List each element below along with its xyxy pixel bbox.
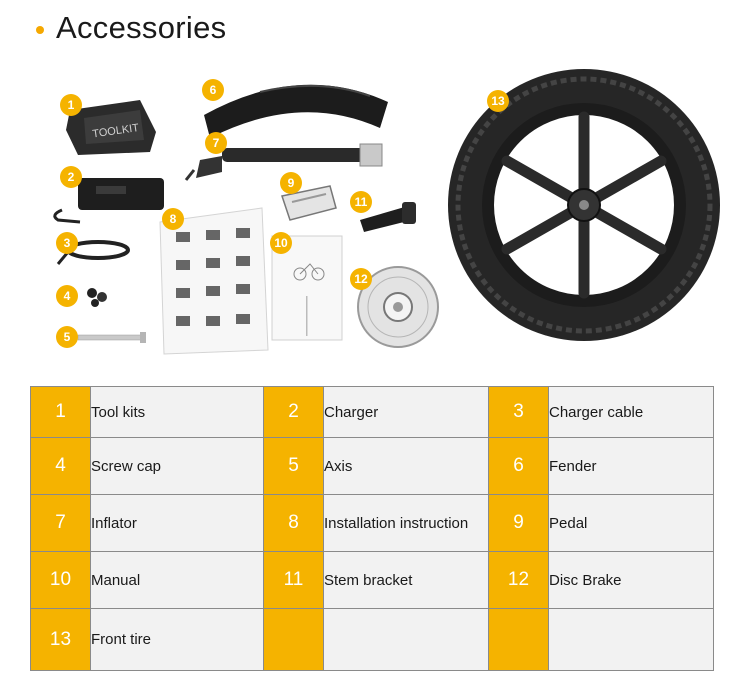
empty-label-cell	[323, 608, 489, 671]
table-row: 4 Screw cap 5 Axis 6 Fender	[30, 437, 714, 495]
badge-5: 5	[56, 326, 78, 348]
front-tire-icon	[448, 69, 720, 341]
stem-bracket-icon	[360, 202, 416, 232]
part-number: 3	[488, 386, 549, 438]
empty-number-cell	[488, 608, 549, 671]
part-number: 5	[263, 437, 324, 495]
part-label: Stem bracket	[323, 551, 489, 609]
bullet-dot-icon	[36, 26, 44, 34]
part-label: Axis	[323, 437, 489, 495]
badge-6: 6	[202, 79, 224, 101]
disc-brake-icon	[357, 266, 439, 348]
fender-icon	[204, 84, 388, 138]
badge-7: 7	[205, 132, 227, 154]
screw-cap-icon	[87, 288, 107, 307]
badge-4: 4	[56, 285, 78, 307]
part-label: Manual	[90, 551, 264, 609]
installation-instruction-icon	[159, 207, 269, 355]
badge-12: 12	[350, 268, 372, 290]
badge-3: 3	[56, 232, 78, 254]
part-label: Charger	[323, 386, 489, 438]
inflator-icon	[184, 143, 383, 181]
empty-label-cell	[548, 608, 714, 671]
table-row: 13 Front tire	[30, 608, 714, 671]
part-number: 7	[30, 494, 91, 552]
badge-2: 2	[60, 166, 82, 188]
table-row: 7 Inflator 8 Installation instruction 9 …	[30, 494, 714, 552]
axis-icon	[77, 332, 146, 343]
badge-13: 13	[487, 90, 509, 112]
empty-number-cell	[263, 608, 324, 671]
pedal-icon	[281, 185, 337, 221]
table-row: 1 Tool kits 2 Charger 3 Charger cable	[30, 386, 714, 438]
badge-9: 9	[280, 172, 302, 194]
badge-1: 1	[60, 94, 82, 116]
table-row: 10 Manual 11 Stem bracket 12 Disc Brake	[30, 551, 714, 609]
part-label: Disc Brake	[548, 551, 714, 609]
toolkit-pouch-icon: TOOLKIT	[66, 100, 156, 155]
part-number: 2	[263, 386, 324, 438]
badge-11: 11	[350, 191, 372, 213]
badge-10: 10	[270, 232, 292, 254]
part-label: Inflator	[90, 494, 264, 552]
part-label: Charger cable	[548, 386, 714, 438]
part-label: Screw cap	[90, 437, 264, 495]
part-number: 4	[30, 437, 91, 495]
part-label: Front tire	[90, 608, 264, 671]
part-number: 8	[263, 494, 324, 552]
part-number: 10	[30, 551, 91, 609]
part-number: 11	[263, 551, 324, 609]
part-number: 9	[488, 494, 549, 552]
part-number: 13	[30, 608, 91, 671]
part-label: Installation instruction	[323, 494, 489, 552]
accessories-illustration: TOOLKIT	[0, 60, 750, 360]
badge-8: 8	[162, 208, 184, 230]
accessories-table: 1 Tool kits 2 Charger 3 Charger cable 4 …	[30, 386, 714, 671]
part-label: Pedal	[548, 494, 714, 552]
part-number: 12	[488, 551, 549, 609]
part-number: 1	[30, 386, 91, 438]
part-number: 6	[488, 437, 549, 495]
charger-icon	[53, 178, 164, 224]
page-title: Accessories	[56, 10, 227, 45]
part-label: Tool kits	[90, 386, 264, 438]
section-heading: Accessories	[36, 6, 226, 50]
part-label: Fender	[548, 437, 714, 495]
